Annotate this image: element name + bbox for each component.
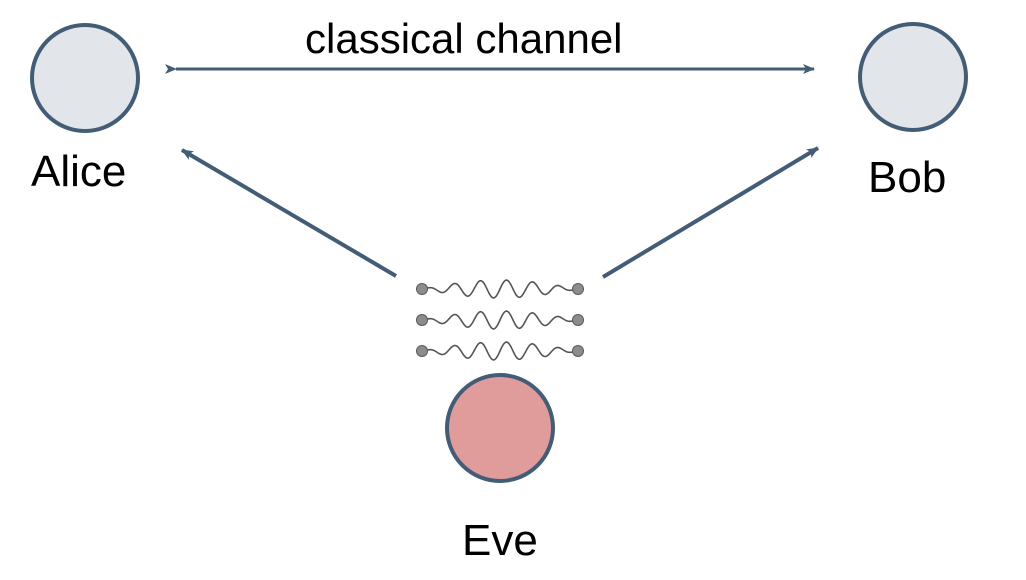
photon-wave bbox=[421, 279, 579, 299]
quantum-arrow-to-alice bbox=[180, 148, 398, 278]
photon-right-dot bbox=[572, 345, 584, 357]
photon-left-dot bbox=[416, 283, 428, 295]
bob-label: Bob bbox=[868, 153, 947, 202]
eve-label: Eve bbox=[462, 516, 538, 565]
photon-left-dot bbox=[416, 345, 428, 357]
photon-left-dot bbox=[416, 314, 428, 326]
photon-wave bbox=[421, 341, 579, 361]
photon-right-dot bbox=[572, 283, 584, 295]
alice-node bbox=[30, 23, 140, 133]
photon-wave bbox=[421, 310, 579, 330]
eve-node bbox=[445, 373, 555, 483]
alice-label: Alice bbox=[31, 147, 127, 196]
quantum-arrow-to-bob bbox=[601, 146, 820, 279]
classical-channel-label: classical channel bbox=[305, 15, 623, 62]
photons-group bbox=[416, 279, 584, 361]
bob-node bbox=[858, 22, 968, 132]
photon-right-dot bbox=[572, 314, 584, 326]
